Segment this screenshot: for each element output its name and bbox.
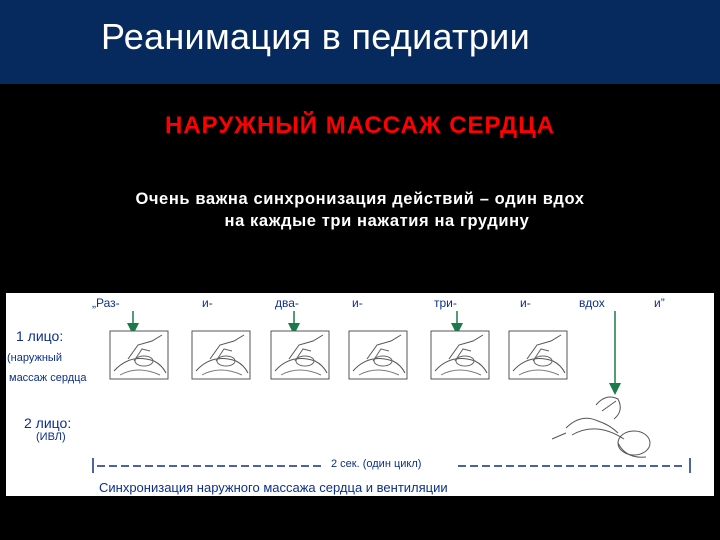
rescuer-2-desc: (ИВЛ) <box>36 431 66 443</box>
title-bar: Реанимация в педиатрии <box>0 0 720 84</box>
note-line-2: на каждые три нажатия на грудину <box>224 212 530 230</box>
count-label: и- <box>352 296 363 310</box>
count-label: и” <box>654 296 665 310</box>
sync-diagram: „Раз- и- два- и- три- и- вдох и” 1 лицо:… <box>6 293 714 496</box>
count-label: и- <box>202 296 213 310</box>
count-label: три- <box>434 296 457 310</box>
count-label: „Раз- <box>92 296 120 310</box>
rescuer-1-desc: (наружный <box>7 352 62 364</box>
slide-title: Реанимация в педиатрии <box>101 16 530 57</box>
rescuer-2-label: 2 лицо: <box>24 415 72 431</box>
note-line-1: Очень важна синхронизация действий – оди… <box>135 190 585 208</box>
compression-frame <box>430 330 490 380</box>
diagram-graphics <box>92 311 691 473</box>
count-label: и- <box>520 296 531 310</box>
cycle-label: 2 сек. (один цикл) <box>328 458 425 470</box>
rescuer-1-desc: массаж сердца <box>9 372 87 384</box>
compression-frame <box>191 330 251 380</box>
section-heading: НАРУЖНЫЙ МАССАЖ СЕРДЦА <box>164 112 555 139</box>
diagram-caption: Синхронизация наружного массажа сердца и… <box>99 480 448 495</box>
compression-frame <box>508 330 568 380</box>
count-label: два- <box>275 296 299 310</box>
count-label: вдох <box>579 296 605 310</box>
rescuer-1-label: 1 лицо: <box>16 328 64 344</box>
ventilation-illustration <box>551 396 651 458</box>
compression-frame <box>109 330 169 380</box>
compression-frame <box>348 330 408 380</box>
compression-frame <box>270 330 330 380</box>
synchronization-note: Очень важна синхронизация действий – оди… <box>0 188 720 232</box>
